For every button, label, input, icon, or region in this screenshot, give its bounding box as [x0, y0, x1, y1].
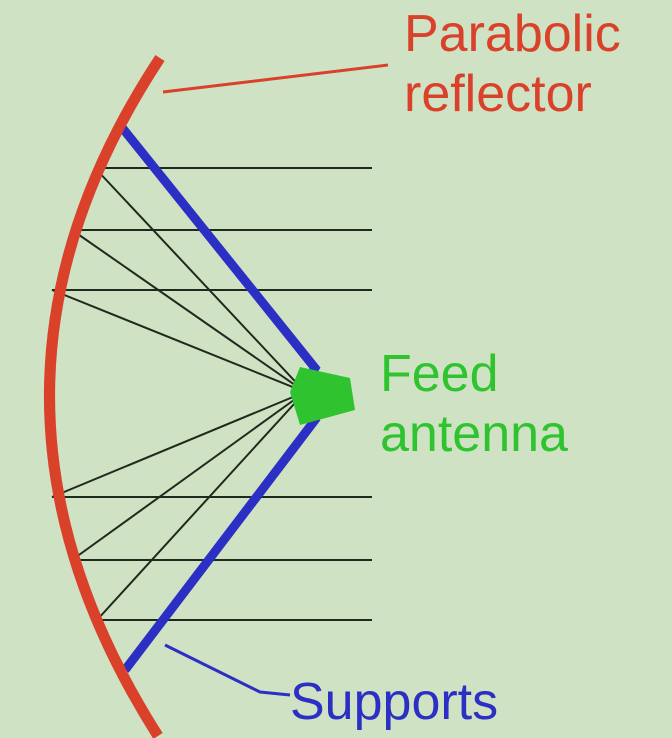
parabolic-reflector: [44, 54, 165, 738]
feed-label-line2: antenna: [380, 405, 568, 463]
feed-antenna: [290, 367, 355, 425]
supports: [116, 122, 321, 673]
reflected-rays: [51, 167, 306, 621]
ray-reflected: [51, 289, 306, 393]
ray-reflected: [51, 391, 306, 498]
reflector-label: Parabolic reflector: [404, 4, 672, 124]
ray-reflected: [94, 167, 306, 393]
supports-leader-line: [164, 643, 291, 697]
ray-reflected: [96, 391, 306, 621]
supports-label-text: Supports: [290, 673, 499, 731]
incoming-rays: [52, 167, 372, 621]
supports-label: Supports: [290, 672, 550, 732]
reflector-label-line1: Parabolic: [404, 5, 621, 63]
ray-reflected: [71, 229, 306, 393]
reflector-label-line2: reflector: [404, 65, 592, 123]
reflector-leader-line: [162, 63, 389, 94]
ray-reflected: [71, 391, 306, 561]
feed-label: Feed antenna: [380, 344, 620, 464]
feed-label-line1: Feed: [380, 345, 499, 403]
